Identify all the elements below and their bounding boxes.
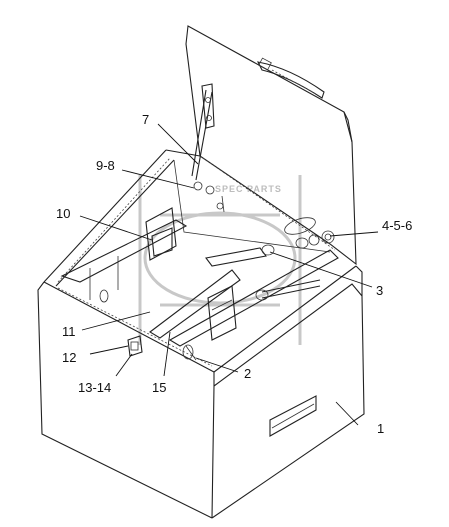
callout-9-8: 9-8	[96, 158, 115, 173]
lock-latch	[127, 335, 143, 357]
callout-12: 12	[62, 350, 76, 365]
callout-3: 3	[376, 283, 383, 298]
callout-7: 7	[142, 112, 149, 127]
callout-10: 10	[56, 206, 70, 221]
leader-lines	[79, 123, 379, 426]
box-lid	[185, 25, 357, 266]
callout-labels: 1 2 3 4-5-6 7 9-8 10 11 12 13-14 15	[56, 112, 412, 436]
watermark: SPEC PARTS	[138, 175, 302, 345]
callout-4-5-6: 4-5-6	[382, 218, 412, 233]
box-body	[37, 149, 365, 519]
inner-compartment	[60, 159, 339, 361]
callout-13-14: 13-14	[78, 380, 111, 395]
callout-2: 2	[244, 366, 251, 381]
callout-1: 1	[377, 421, 384, 436]
callout-15: 15	[152, 380, 166, 395]
callout-11: 11	[62, 324, 76, 339]
lid-support-arm	[191, 83, 215, 181]
